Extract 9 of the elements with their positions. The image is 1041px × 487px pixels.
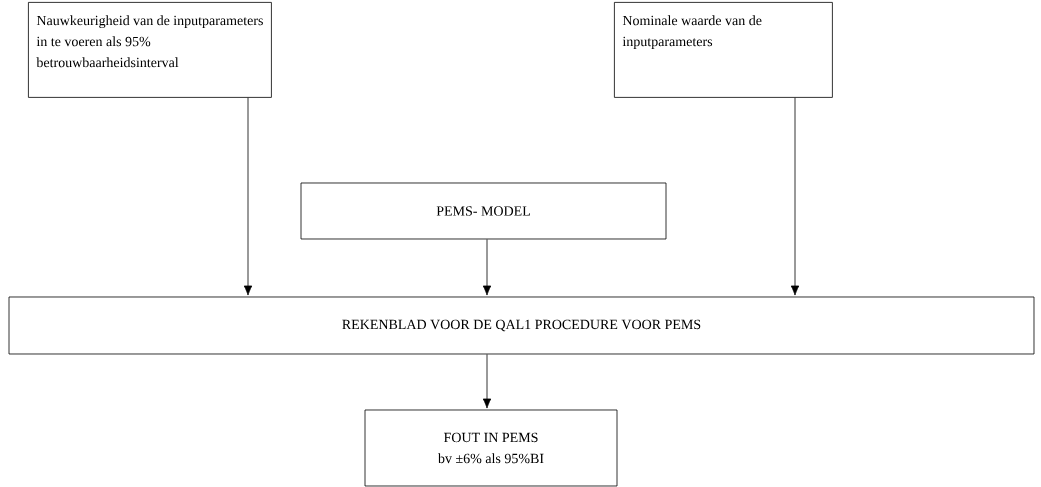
arrow [790,97,800,296]
arrow [482,354,492,409]
text-box: Nominale waarde van de inputparameters [614,2,833,98]
text-box: FOUT IN PEMS bv ±6% als 95%BI [364,409,618,487]
arrow [243,97,253,296]
text-box: REKENBLAD VOOR DE QAL1 PROCEDURE VOOR PEMS [8,296,1035,355]
text-box: Nauwkeurigheid van de inputparameters in te voeren als 95% betrouwbaarheidsinterval [28,2,272,98]
arrow [482,239,492,296]
text-box: PEMS- MODEL [300,182,667,240]
